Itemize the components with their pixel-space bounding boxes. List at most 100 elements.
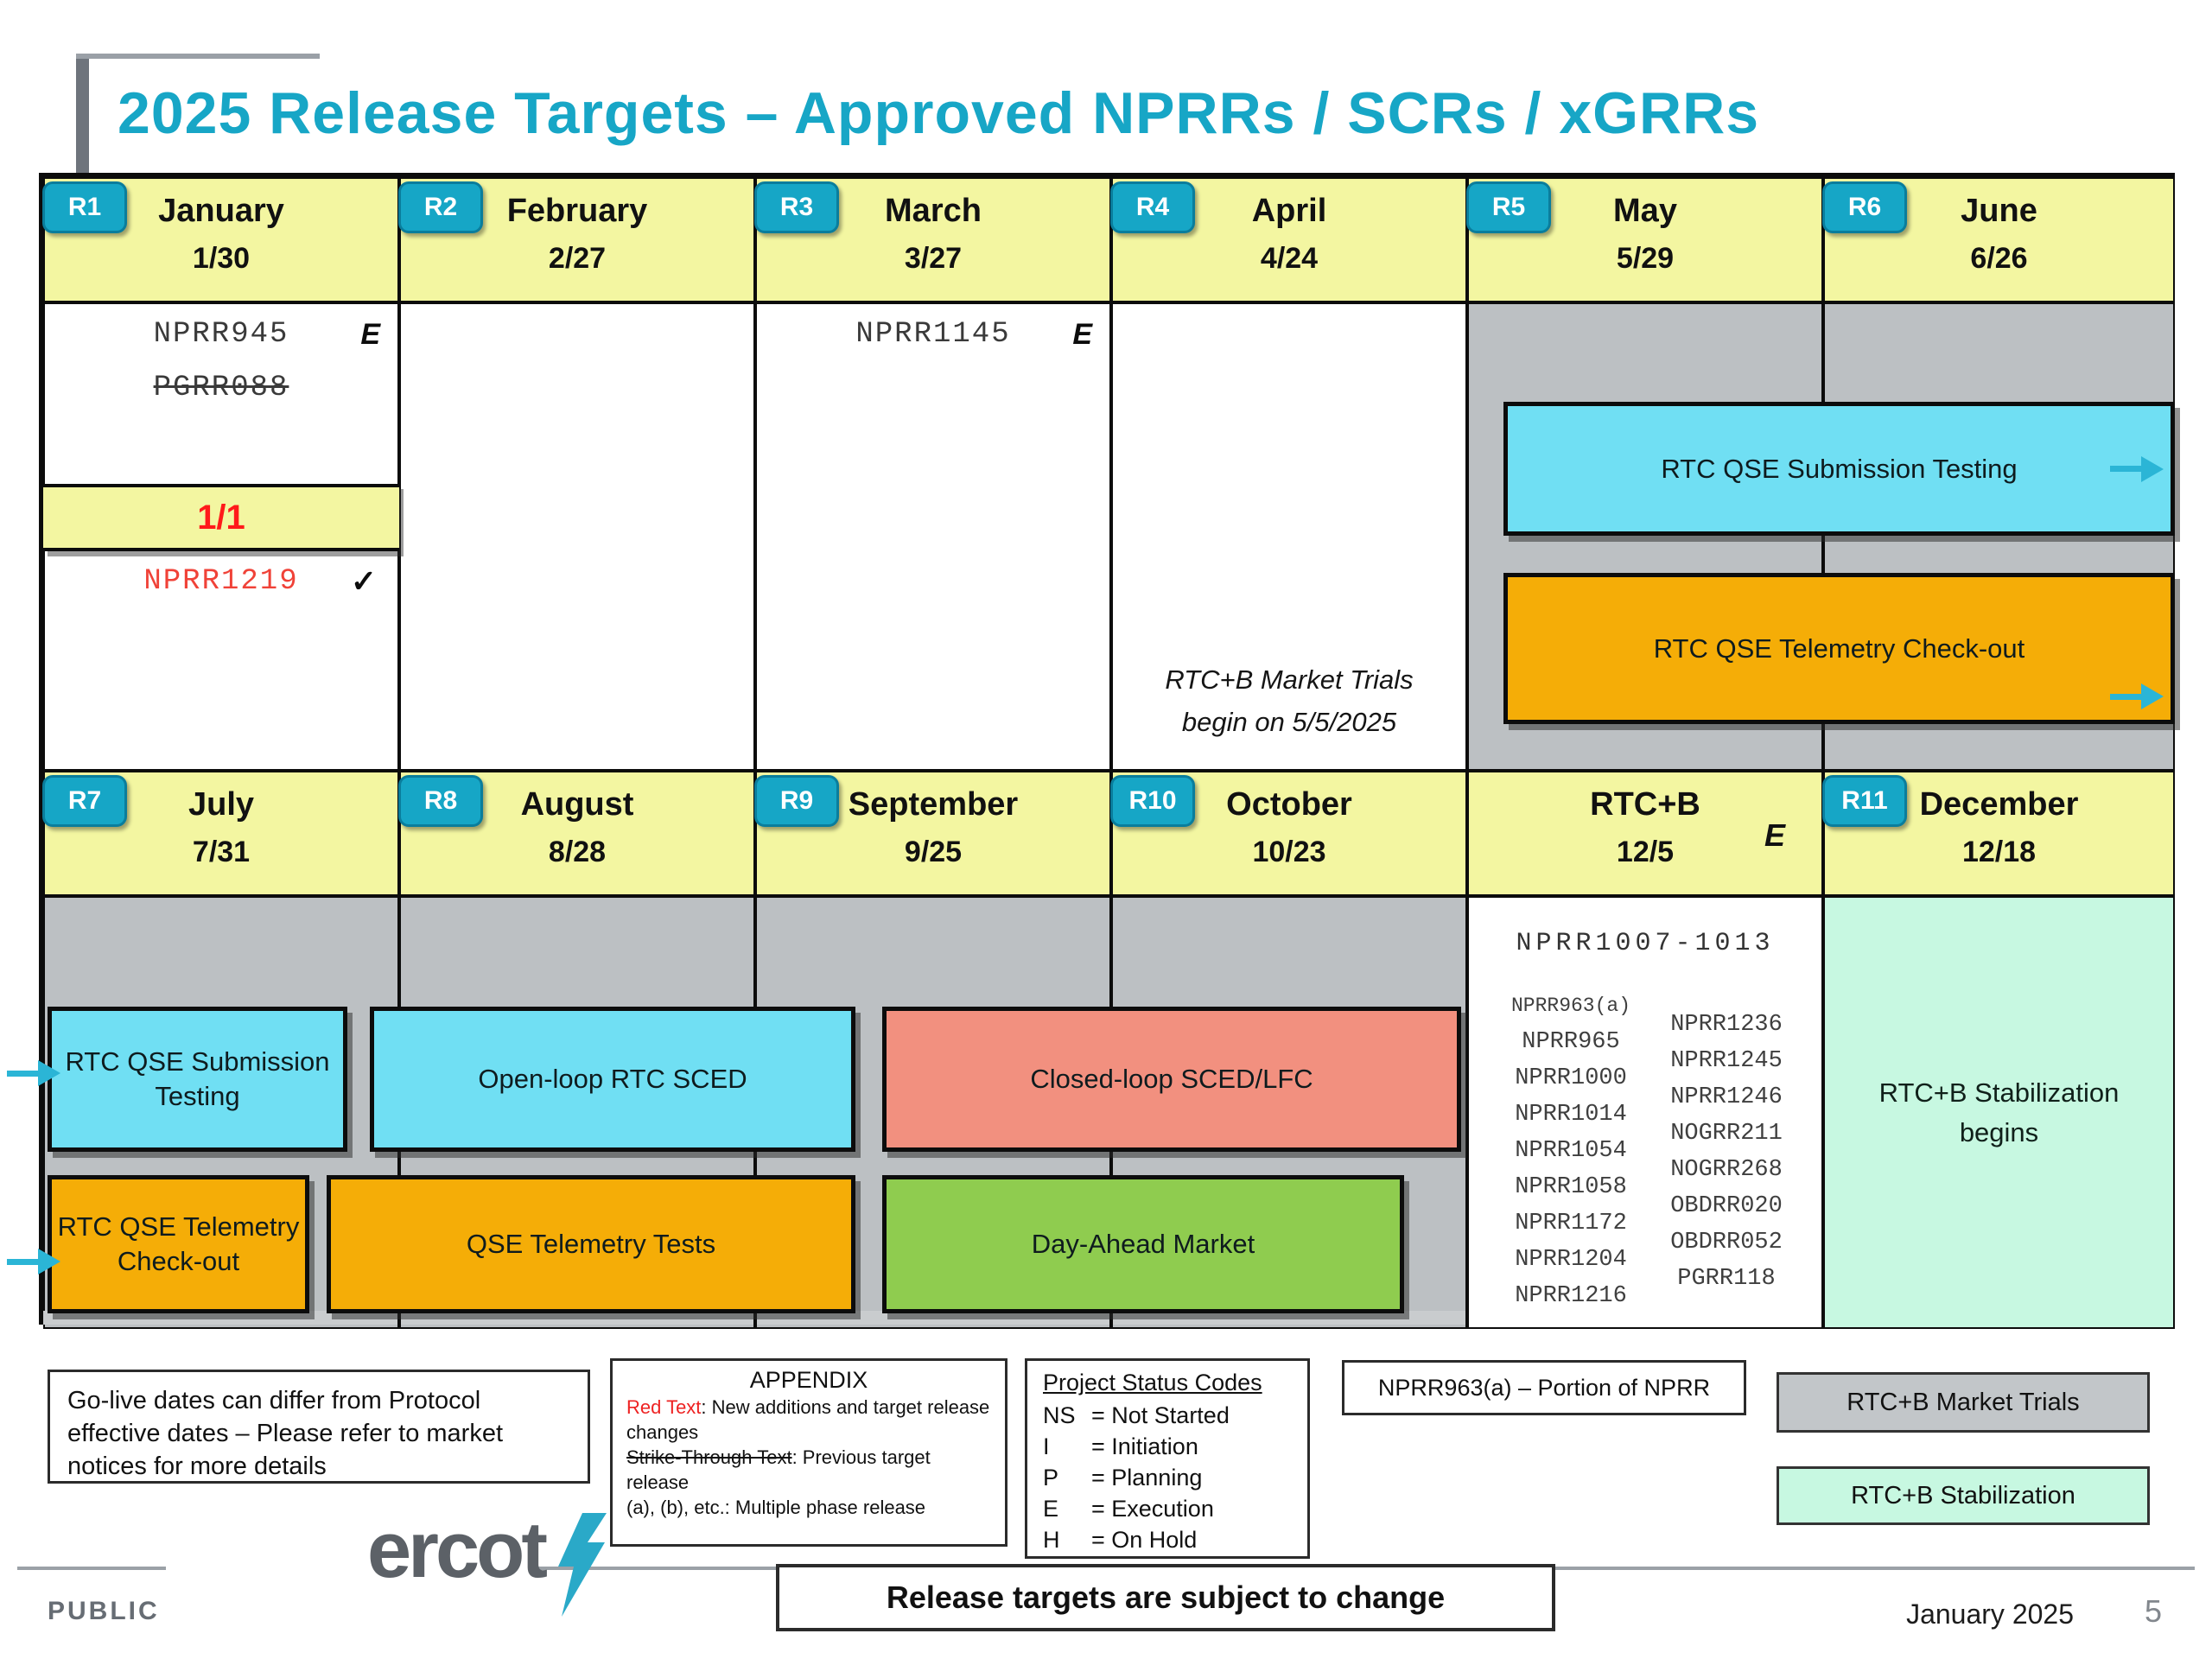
bar-qse-telemetry-tests: QSE Telemetry Tests <box>327 1175 855 1313</box>
arrow-right-icon <box>7 1249 60 1274</box>
band-divider <box>397 1311 401 1325</box>
month-header-august: R8 August 8/28 <box>398 771 755 896</box>
status-code: H <box>1043 1527 1060 1553</box>
month-name: April <box>1251 193 1327 229</box>
status-desc: = Planning <box>1091 1465 1203 1491</box>
release-badge-r10: R10 <box>1110 775 1195 827</box>
release-badge-r11: R11 <box>1822 775 1907 827</box>
appendix-red-line: Red Text: New additions and target relea… <box>626 1395 991 1445</box>
month-name: February <box>506 193 648 229</box>
status-desc: = Initiation <box>1091 1433 1198 1459</box>
bar-label: RTC QSE Telemetry Check-out <box>1653 632 2025 664</box>
status-execution-flag: E <box>1072 318 1092 351</box>
month-name: July <box>188 786 255 823</box>
bar-open-loop-rtc-sced: Open-loop RTC SCED <box>370 1007 855 1152</box>
status-code: E <box>1043 1496 1059 1522</box>
month-header-october: R10 October 10/23 <box>1110 771 1467 896</box>
appendix-phase-line: (a), (b), etc.: Multiple phase release <box>626 1497 926 1518</box>
month-header-may: R5 May 5/29 <box>1466 177 1823 302</box>
nprr-item: NPRR1054 <box>1515 1138 1627 1164</box>
month-header-march: R3 March 3/27 <box>754 177 1111 302</box>
arrow-right-icon <box>7 1060 60 1086</box>
status-code: NS <box>1043 1402 1076 1428</box>
release-badge-r9: R9 <box>754 775 839 827</box>
stabilization-line1: RTC+B Stabilization <box>1878 1077 2120 1108</box>
arrow-right-icon <box>2110 455 2164 482</box>
january-item-nprr1219: NPRR1219 <box>143 565 299 598</box>
month-date: 6/26 <box>1970 242 2028 275</box>
month-date: 9/25 <box>904 836 963 868</box>
nprr-item: NOGRR211 <box>1670 1121 1783 1147</box>
title-accent-line <box>76 54 320 59</box>
bar-closed-loop-sced-lfc: Closed-loop SCED/LFC <box>882 1007 1461 1152</box>
check-icon: ✓ <box>350 563 377 599</box>
month-date: 1/30 <box>192 242 251 275</box>
cell-february <box>399 302 755 771</box>
nprr-item: NPRR1000 <box>1515 1065 1627 1091</box>
ercot-bolt-icon <box>557 1513 607 1617</box>
cell-rtcb-list: NPRR1007-1013 NPRR963(a) NPRR965 NPRR100… <box>1467 896 1823 1329</box>
month-header-june: R6 June 6/26 <box>1822 177 2175 302</box>
status-codes-title: Project Status Codes <box>1043 1370 1262 1395</box>
nprr-item: NOGRR268 <box>1670 1157 1783 1183</box>
month-header-january: R1 January 1/30 <box>42 177 399 302</box>
month-date: 5/29 <box>1616 242 1675 275</box>
month-date: 7/31 <box>192 836 251 868</box>
nprr-item: OBDRR052 <box>1670 1230 1783 1255</box>
stabilization-line2: begins <box>1959 1116 2039 1147</box>
rtcb-date: 12/5 <box>1616 836 1675 868</box>
arrow-right-icon <box>2110 683 2164 709</box>
status-codes-box: Project Status Codes NS = Not Started I= … <box>1025 1358 1310 1559</box>
ercot-logo: ercot <box>367 1510 608 1623</box>
release-calendar: R1 January 1/30 R2 February 2/27 R3 Marc… <box>7 173 2175 1329</box>
footer-rule-left <box>17 1567 166 1570</box>
header-rtcb-release: RTC+B 12/5 E <box>1467 771 1823 896</box>
footer-notice-box: Release targets are subject to change <box>776 1564 1555 1631</box>
bar-rtc-qse-submission-testing-row2: RTC QSE Submission Testing <box>48 1007 347 1152</box>
status-desc: = Not Started <box>1091 1402 1230 1428</box>
bar-rtc-qse-telemetry-checkout-row1: RTC QSE Telemetry Check-out <box>1503 573 2175 724</box>
release-badge-r4: R4 <box>1110 181 1195 233</box>
status-code-row: P = Planning <box>1043 1462 1292 1493</box>
month-name: January <box>158 193 284 229</box>
bar-label: Day-Ahead Market <box>1031 1229 1255 1259</box>
rtcb-list-left-column: NPRR963(a) NPRR965 NPRR1000 NPRR1014 NPR… <box>1479 988 1662 1314</box>
nprr-item: NPRR1014 <box>1515 1102 1627 1128</box>
nprr-item: OBDRR020 <box>1670 1193 1783 1219</box>
nprr-item: NPRR1204 <box>1515 1247 1627 1273</box>
appendix-strike-line: Strike-Through Text: Previous target rel… <box>626 1445 991 1495</box>
bar-label: RTC QSE Telemetry Check-out <box>57 1211 300 1276</box>
nprr-item: PGRR118 <box>1677 1266 1776 1292</box>
status-desc: = Execution <box>1091 1496 1214 1522</box>
month-date: 2/27 <box>548 242 607 275</box>
golive-note-box: Go-live dates can differ from Protocol e… <box>48 1370 590 1484</box>
appendix-red-rest: : New additions and target release chang… <box>626 1396 990 1443</box>
status-code-row: I= Initiation <box>1043 1431 1292 1462</box>
nprr963-note-box: NPRR963(a) – Portion of NPRR <box>1342 1360 1746 1415</box>
rtcb-name: RTC+B <box>1590 786 1700 823</box>
release-badge-r1: R1 <box>42 181 127 233</box>
month-name: March <box>885 193 982 229</box>
status-code-row: NS = Not Started <box>1043 1400 1292 1431</box>
release-badge-r7: R7 <box>42 775 127 827</box>
market-trials-note: RTC+B Market Trials begin on 5/5/2025 <box>1165 664 1414 737</box>
month-header-april: R4 April 4/24 <box>1110 177 1467 302</box>
cell-april: RTC+B Market Trials begin on 5/5/2025 <box>1111 302 1467 771</box>
bar-label: RTC QSE Submission Testing <box>65 1046 330 1111</box>
nprr-item: NPRR1245 <box>1670 1048 1783 1074</box>
nprr-item: NPRR1246 <box>1670 1084 1783 1110</box>
cell-december-stabilization: RTC+B Stabilization begins <box>1823 896 2175 1329</box>
nprr-item: NPRR1172 <box>1515 1211 1627 1236</box>
band-divider <box>753 1311 757 1325</box>
month-date: 3/27 <box>904 242 963 275</box>
month-name: September <box>848 786 1019 823</box>
page-number: 5 <box>2145 1593 2163 1629</box>
nprr-item: NPRR963(a) <box>1510 995 1631 1017</box>
release-badge-r5: R5 <box>1466 181 1551 233</box>
cell-march: NPRR1145 E <box>755 302 1111 771</box>
bar-label: Closed-loop SCED/LFC <box>1030 1064 1313 1094</box>
month-header-july: R7 July 7/31 <box>42 771 399 896</box>
release-badge-r6: R6 <box>1822 181 1907 233</box>
status-code: P <box>1043 1465 1059 1491</box>
